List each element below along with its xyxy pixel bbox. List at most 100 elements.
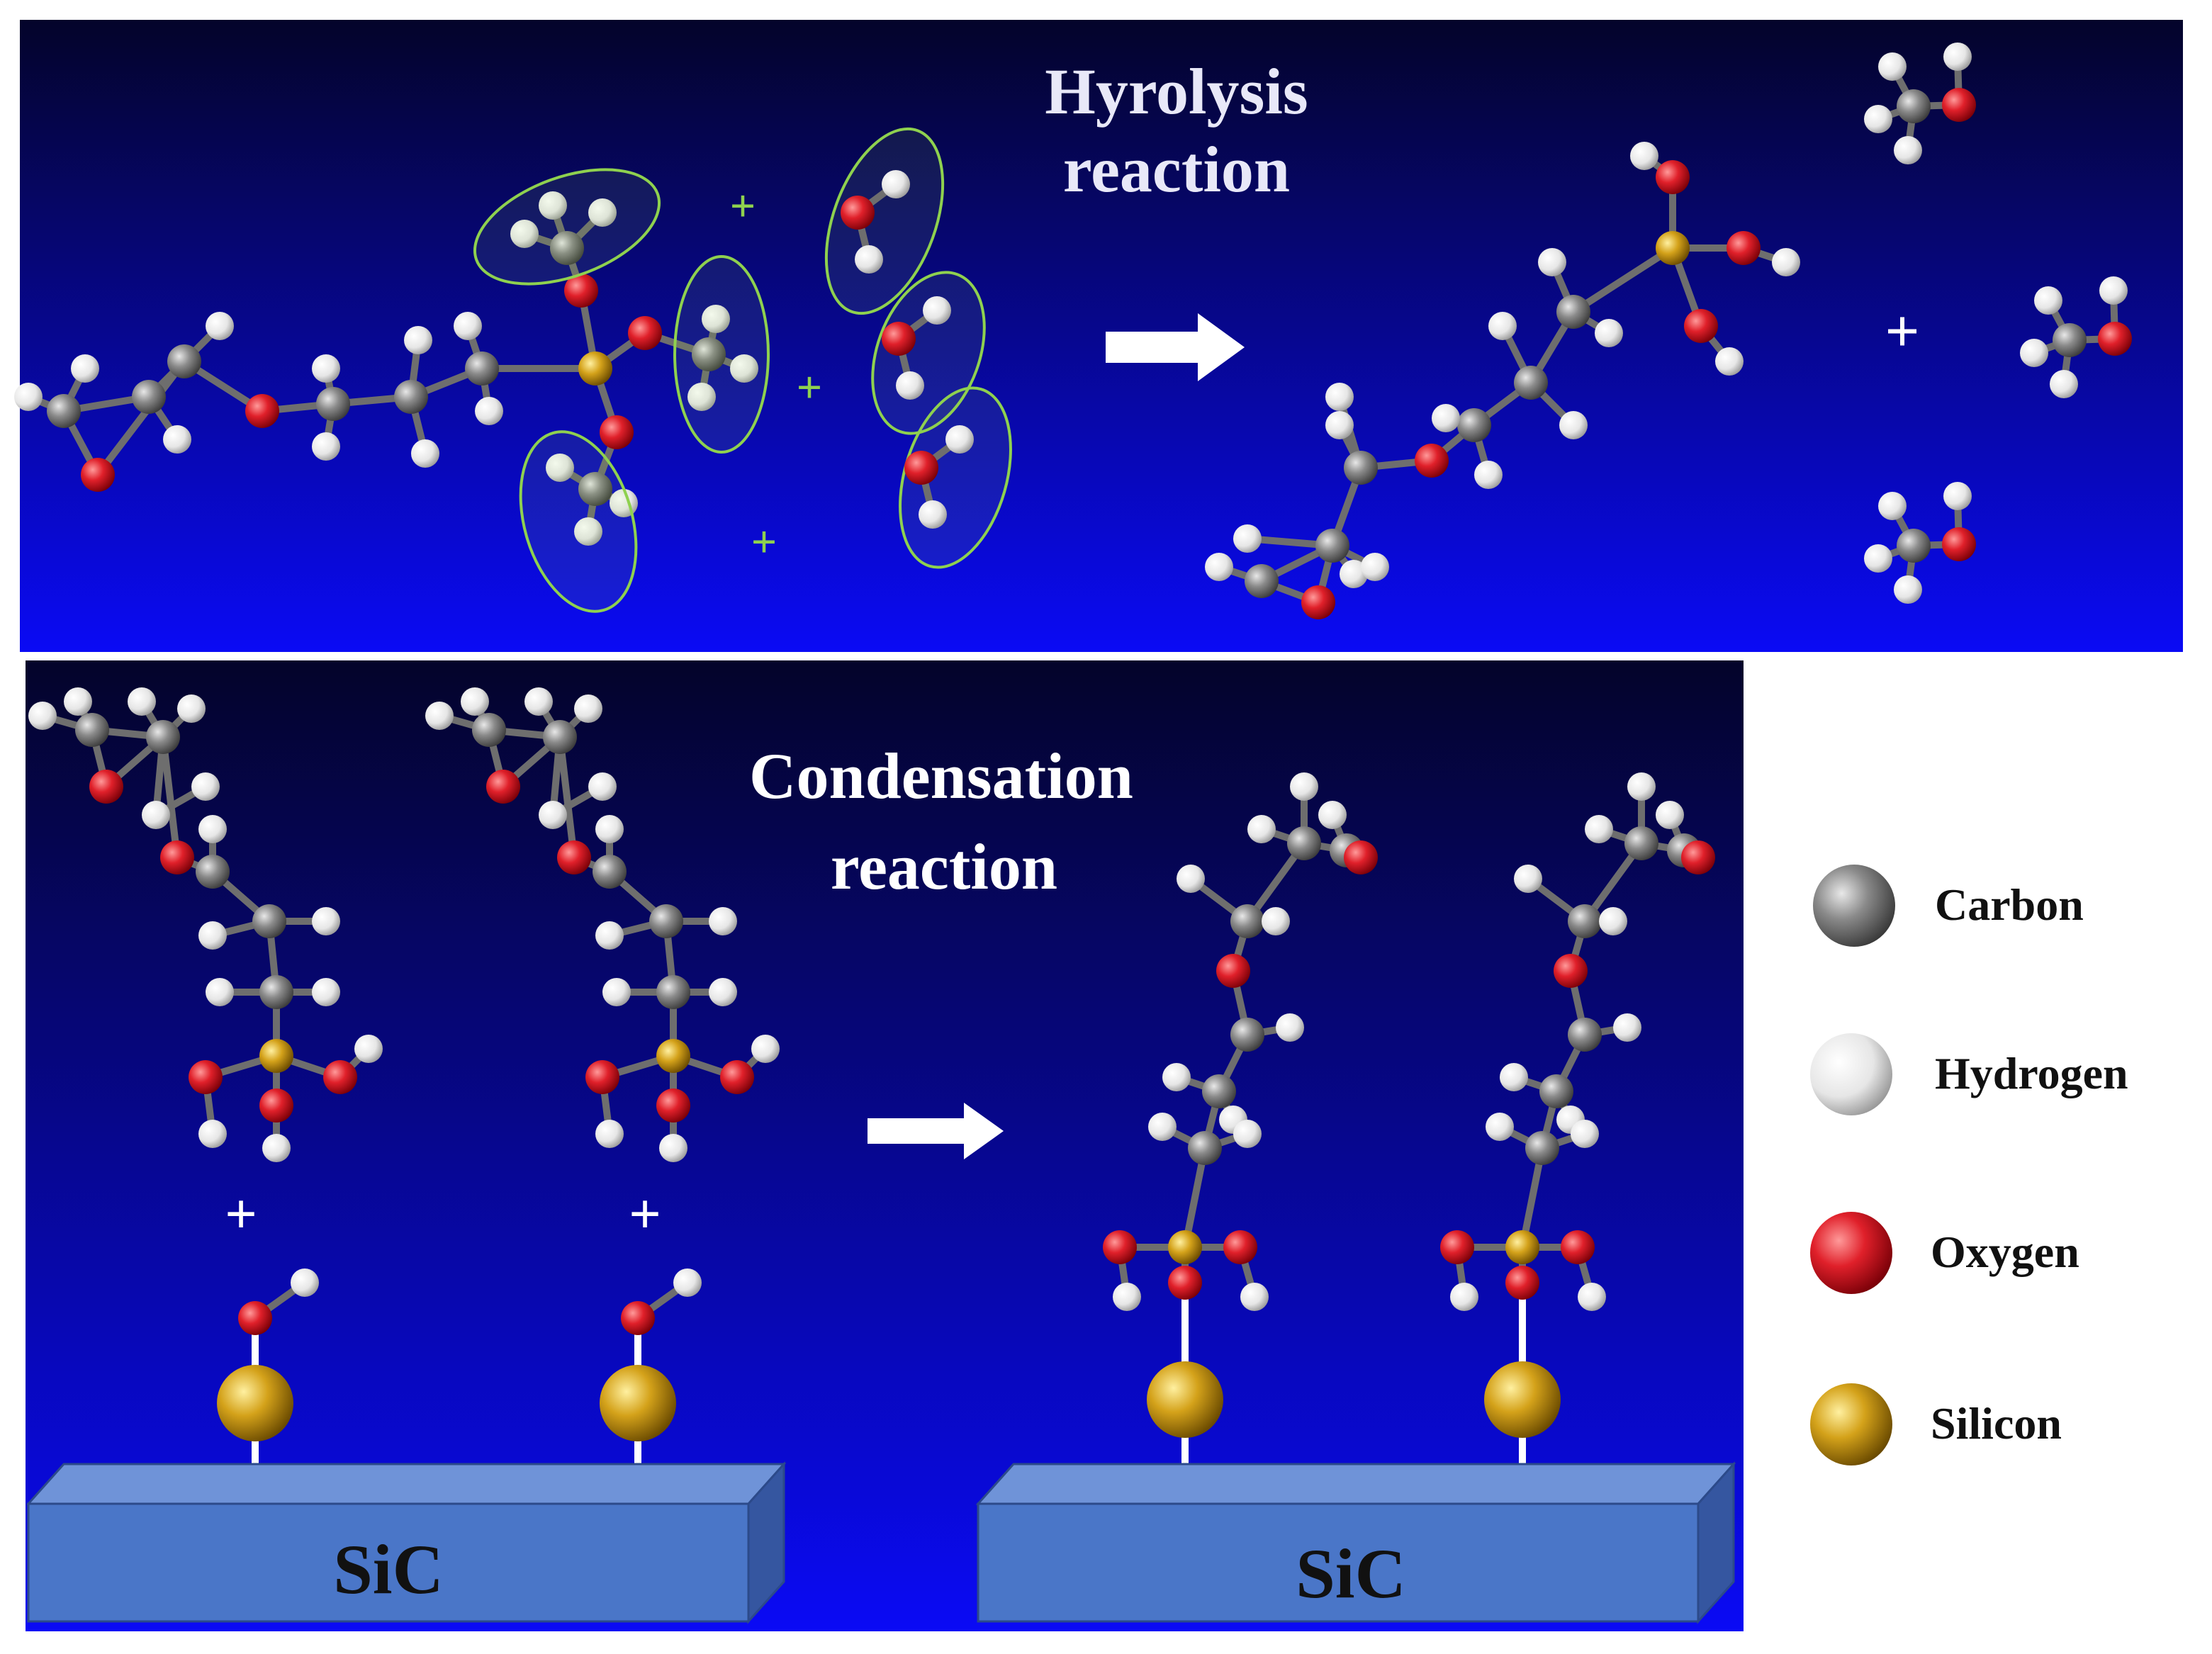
hydrogen-atom bbox=[1240, 1283, 1269, 1311]
hydrogen-atom bbox=[1276, 1013, 1304, 1042]
molecule bbox=[1864, 43, 1976, 164]
oxygen-atom bbox=[904, 451, 938, 485]
hydrogen-atom bbox=[945, 425, 974, 454]
legend-item-oxygen: Oxygen bbox=[1810, 1212, 2079, 1294]
oxygen-atom bbox=[1440, 1230, 1474, 1264]
carbon-atom bbox=[1568, 904, 1602, 938]
molecule bbox=[904, 425, 974, 529]
hydrogen-atom bbox=[1514, 865, 1542, 893]
hydrogen-atom bbox=[510, 220, 539, 248]
hydrogen-atom bbox=[539, 801, 567, 829]
bond bbox=[556, 733, 578, 861]
hydrogen-atom bbox=[1233, 524, 1262, 553]
hydrogen-atom bbox=[354, 1035, 383, 1063]
oxygen-atom bbox=[486, 770, 520, 804]
carbon-atom bbox=[1287, 826, 1321, 860]
hydrogen-atom bbox=[312, 907, 340, 935]
oxygen-atom bbox=[557, 840, 591, 874]
hydrogen-atom bbox=[595, 1120, 624, 1148]
carbon-atom bbox=[1315, 529, 1349, 563]
hydrogen-atom bbox=[1599, 907, 1627, 935]
hydrogen-atom bbox=[751, 1035, 780, 1063]
oxygen-atom bbox=[189, 1060, 223, 1094]
hydrogen-atom bbox=[1772, 248, 1800, 276]
hydrogen-atom bbox=[1486, 1113, 1514, 1141]
carbon-atom bbox=[1539, 1074, 1573, 1108]
hydrogen-atom bbox=[1894, 136, 1922, 164]
oxygen-atom bbox=[621, 1301, 655, 1335]
oxygen-atom bbox=[1681, 840, 1715, 874]
hydrogen-atom bbox=[2034, 286, 2062, 315]
carbon-atom bbox=[1230, 1018, 1264, 1052]
oxygen-atom bbox=[1727, 231, 1761, 265]
carbon-atom bbox=[1525, 1131, 1559, 1165]
hydrolysis-arrow bbox=[1106, 313, 1245, 381]
hydrogen-atom bbox=[1943, 482, 1972, 510]
hydrogen-atom bbox=[659, 1134, 687, 1162]
carbon-atom bbox=[259, 975, 293, 1009]
hydrogen-atom bbox=[198, 815, 227, 843]
carbon-atom bbox=[1344, 451, 1378, 485]
carbon-atom bbox=[1568, 1018, 1602, 1052]
hydrogen-atom bbox=[1571, 1120, 1599, 1148]
hydrogen-atom bbox=[1595, 319, 1623, 347]
silicon-atom-icon bbox=[1810, 1383, 1892, 1465]
hydrogen-atom bbox=[312, 978, 340, 1006]
oxygen-atom bbox=[585, 1060, 619, 1094]
hydrogen-atom bbox=[919, 500, 947, 529]
hydrogen-atom bbox=[1630, 142, 1658, 170]
hydrogen-atom bbox=[461, 687, 489, 716]
silicon-atom bbox=[1484, 1361, 1561, 1438]
molecule bbox=[28, 687, 383, 1162]
oxygen-atom bbox=[1684, 309, 1718, 343]
carbon-atom bbox=[75, 713, 109, 747]
hydrogen-atom bbox=[1538, 248, 1566, 276]
oxygen-atom-icon bbox=[1810, 1212, 1892, 1294]
hydrogen-atom bbox=[2020, 339, 2048, 367]
hydrogen-atom bbox=[1864, 105, 1892, 133]
plus-sign: + bbox=[1885, 297, 1919, 365]
hydrogen-atom bbox=[1290, 772, 1318, 801]
molecule bbox=[238, 1268, 319, 1335]
group-highlight bbox=[824, 127, 945, 315]
hydrogen-atom bbox=[896, 371, 924, 400]
oxygen-atom bbox=[1942, 88, 1976, 122]
hydrogen-atom bbox=[2050, 370, 2078, 398]
hydrogen-atom bbox=[923, 296, 951, 325]
silicon-atom bbox=[578, 351, 612, 386]
hydrogen-atom bbox=[574, 694, 602, 723]
oxygen-atom bbox=[841, 196, 875, 230]
hydrogen-atom bbox=[1585, 815, 1613, 843]
oxygen-atom bbox=[323, 1060, 357, 1094]
oxygen-atom bbox=[1168, 1266, 1202, 1300]
molecule bbox=[1440, 772, 1715, 1311]
carbon-atom bbox=[196, 855, 230, 889]
hydrogen-atom bbox=[411, 439, 439, 468]
hydrogen-atom bbox=[730, 354, 758, 383]
oxygen-atom bbox=[1301, 585, 1335, 619]
top-panel bbox=[20, 20, 2183, 652]
carbon-atom bbox=[1556, 295, 1590, 329]
hydrogen-atom bbox=[1943, 43, 1972, 71]
hydrogen-atom bbox=[2099, 276, 2128, 305]
hydrogen-atom bbox=[687, 383, 716, 411]
hydrogen-atom bbox=[1878, 52, 1907, 81]
hydrogen-atom bbox=[291, 1268, 319, 1297]
oxygen-atom bbox=[600, 415, 634, 449]
condensation-title-line1: Condensation bbox=[749, 740, 1133, 812]
oxygen-atom bbox=[720, 1060, 754, 1094]
carbon-atom bbox=[578, 472, 612, 506]
silicon-atom bbox=[600, 1365, 676, 1441]
oxygen-atom bbox=[160, 840, 194, 874]
oxygen-atom bbox=[1216, 954, 1250, 988]
hydrogen-atom bbox=[191, 772, 220, 801]
carbon-atom bbox=[649, 904, 683, 938]
hydrogen-atom bbox=[206, 312, 234, 340]
legend-item-hydrogen: Hydrogen bbox=[1810, 1033, 2128, 1115]
silicon-atom bbox=[217, 1365, 293, 1441]
carbon-atom bbox=[692, 337, 726, 371]
hydrogen-atom bbox=[588, 772, 617, 801]
hydrogen-atom bbox=[454, 312, 482, 340]
hydrogen-atom bbox=[1432, 404, 1460, 432]
oxygen-atom bbox=[2098, 322, 2132, 356]
